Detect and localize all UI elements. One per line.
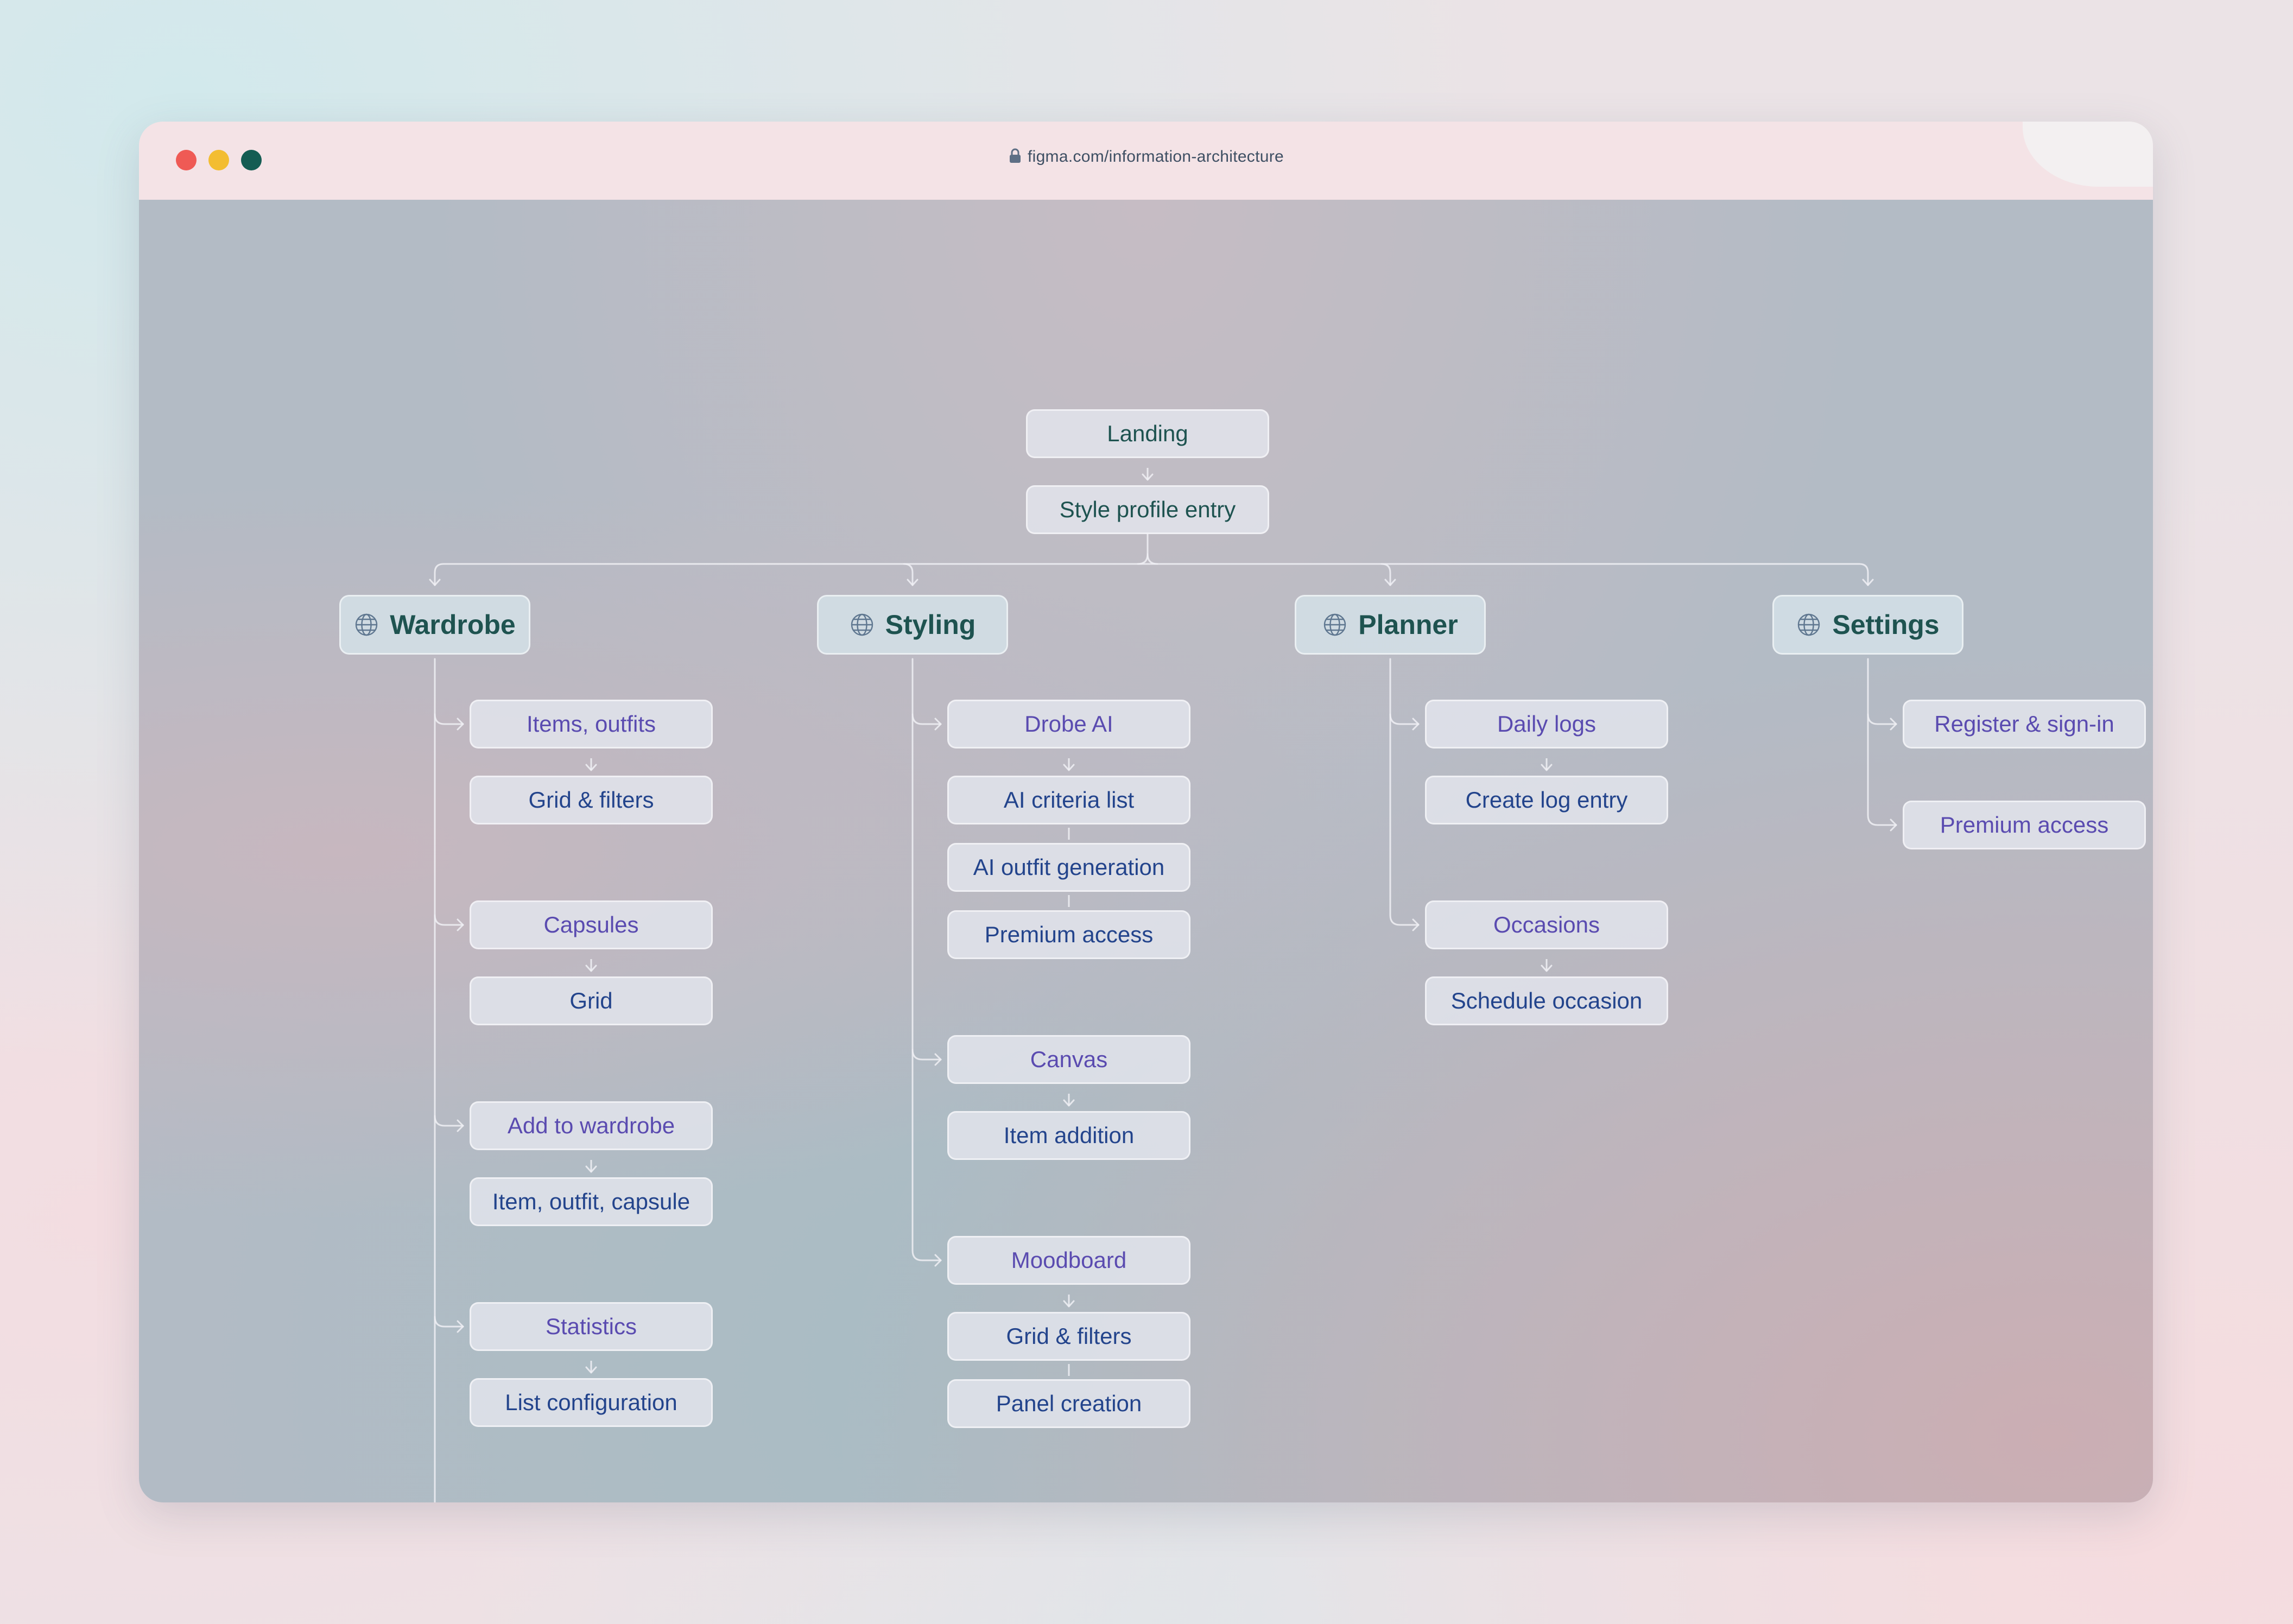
node-drobe-ai[interactable]: Drobe AI [947,700,1190,748]
category-bus [434,563,1869,586]
arrow-right [457,918,464,931]
spine-branch [434,914,464,926]
arrow-down [585,965,597,972]
spine-branch [434,1316,464,1328]
node-schedule-occasion[interactable]: Schedule occasion [1425,976,1668,1025]
arrow-down [1384,579,1396,586]
close-dot[interactable] [176,150,197,170]
root-split-left [1137,533,1149,565]
spine-branch [434,1115,464,1127]
node-list-configuration[interactable]: List configuration [470,1378,713,1427]
spine [1867,658,1897,826]
address-text: figma.com/information-architecture [1027,148,1284,166]
spine [911,658,942,1261]
category-label: Planner [1358,610,1458,640]
arrow-right [1412,718,1420,731]
arrow-right [457,1119,464,1132]
node-items-outfits[interactable]: Items, outfits [470,700,713,748]
node-item-outfit-capsule[interactable]: Item, outfit, capsule [470,1177,713,1226]
node-create-log-entry[interactable]: Create log entry [1425,776,1668,824]
node-canvas[interactable]: Canvas [947,1035,1190,1084]
category-styling[interactable]: Styling [817,595,1008,655]
node-register-sign-in[interactable]: Register & sign-in [1903,700,2146,748]
minimize-dot[interactable] [208,150,229,170]
node-panel-creation[interactable]: Panel creation [947,1379,1190,1428]
lock-icon [1008,148,1022,168]
category-wardrobe[interactable]: Wardrobe [339,595,530,655]
maximize-dot[interactable] [241,150,262,170]
arrow-right [934,718,942,731]
node-style-profile-entry[interactable]: Style profile entry [1026,485,1269,534]
arrow-down [907,579,919,586]
arrow-down [585,1165,597,1173]
node-grid-filters[interactable]: Grid & filters [947,1312,1190,1361]
arrow-right [934,1053,942,1066]
arrow-right [1412,918,1420,931]
globe-icon [1796,612,1821,637]
node-grid-filters[interactable]: Grid & filters [470,776,713,824]
category-planner[interactable]: Planner [1295,595,1486,655]
node-capsules[interactable]: Capsules [470,900,713,949]
node-occasions[interactable]: Occasions [1425,900,1668,949]
spine-branch [1389,713,1420,725]
node-daily-logs[interactable]: Daily logs [1425,700,1668,748]
node-premium-access[interactable]: Premium access [947,910,1190,959]
arrow-down [585,764,597,771]
root-split-right [1146,553,1158,565]
arrow-down [429,579,441,586]
title-bar: figma.com/information-architecture [139,122,2153,200]
arrow-down [585,1366,597,1374]
category-label: Styling [885,610,976,640]
node-add-to-wardrobe[interactable]: Add to wardrobe [470,1101,713,1150]
node-moodboard[interactable]: Moodboard [947,1236,1190,1285]
node-ai-outfit-generation[interactable]: AI outfit generation [947,843,1190,892]
category-branch [903,563,914,586]
category-settings[interactable]: Settings [1772,595,1963,655]
node-ai-criteria-list[interactable]: AI criteria list [947,776,1190,824]
arrow-down [1063,764,1075,771]
category-label: Wardrobe [390,610,516,640]
arrow-right [934,1254,942,1267]
spine-branch [1867,713,1897,725]
node-grid[interactable]: Grid [470,976,713,1025]
node-item-addition[interactable]: Item addition [947,1111,1190,1160]
address-bar[interactable]: figma.com/information-architecture [139,148,2153,168]
arrow-right [457,718,464,731]
browser-window: figma.com/information-architecture Landi… [139,122,2153,1502]
arrow-down [1142,473,1154,481]
spine-branch [911,713,942,725]
arrow-right [1890,819,1897,832]
arrow-right [1890,718,1897,731]
arrow-down [1541,965,1553,972]
globe-icon [850,612,875,637]
node-statistics[interactable]: Statistics [470,1302,713,1351]
category-label: Settings [1832,610,1940,640]
arrow-down [1063,1099,1075,1107]
node-premium-access[interactable]: Premium access [1903,801,2146,849]
spine [1389,658,1420,926]
arrow-down [1063,1300,1075,1308]
globe-icon [354,612,379,637]
category-branch [1380,563,1391,586]
spine-branch [434,713,464,725]
arrow-right [457,1320,464,1333]
node-landing[interactable]: Landing [1026,409,1269,458]
spine [434,658,436,1502]
arrow-down [1862,579,1874,586]
globe-icon [1322,612,1347,637]
arrow-down [1541,764,1553,771]
connector-lines [429,468,1897,1502]
spine-branch [911,1049,942,1061]
